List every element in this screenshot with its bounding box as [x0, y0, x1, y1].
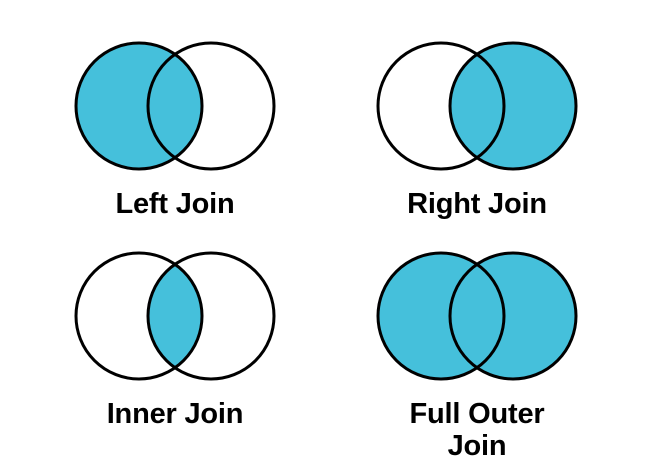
right-circle-fill [450, 253, 576, 379]
join-label-full-outer-join: Full Outer Join [409, 398, 545, 463]
venn-diagram-right-join [375, 40, 579, 174]
intersection-fill [450, 43, 504, 169]
intersection-fill [148, 253, 202, 379]
right-circle-outline [448, 251, 578, 381]
intersection-fill [148, 43, 202, 169]
join-cell-inner-join: Inner Join [73, 250, 277, 430]
left-circle-outline [376, 41, 506, 171]
join-cell-full-outer-join: Full Outer Join [375, 250, 579, 463]
left-circle-outline [376, 251, 506, 381]
join-cell-left-join: Left Join [73, 40, 277, 220]
left-circle-outline [74, 41, 204, 171]
right-circle-outline [448, 41, 578, 171]
venn-diagram-left-join [73, 40, 277, 174]
venn-diagram-inner-join [73, 250, 277, 384]
venn-diagram-full-outer-join [375, 250, 579, 384]
join-cell-right-join: Right Join [375, 40, 579, 220]
right-circle-outline [146, 251, 276, 381]
right-circle-outline [146, 41, 276, 171]
join-label-inner-join: Inner Join [106, 398, 244, 430]
left-circle-outline [74, 251, 204, 381]
join-label-left-join: Left Join [115, 188, 235, 220]
join-label-right-join: Right Join [407, 188, 547, 220]
